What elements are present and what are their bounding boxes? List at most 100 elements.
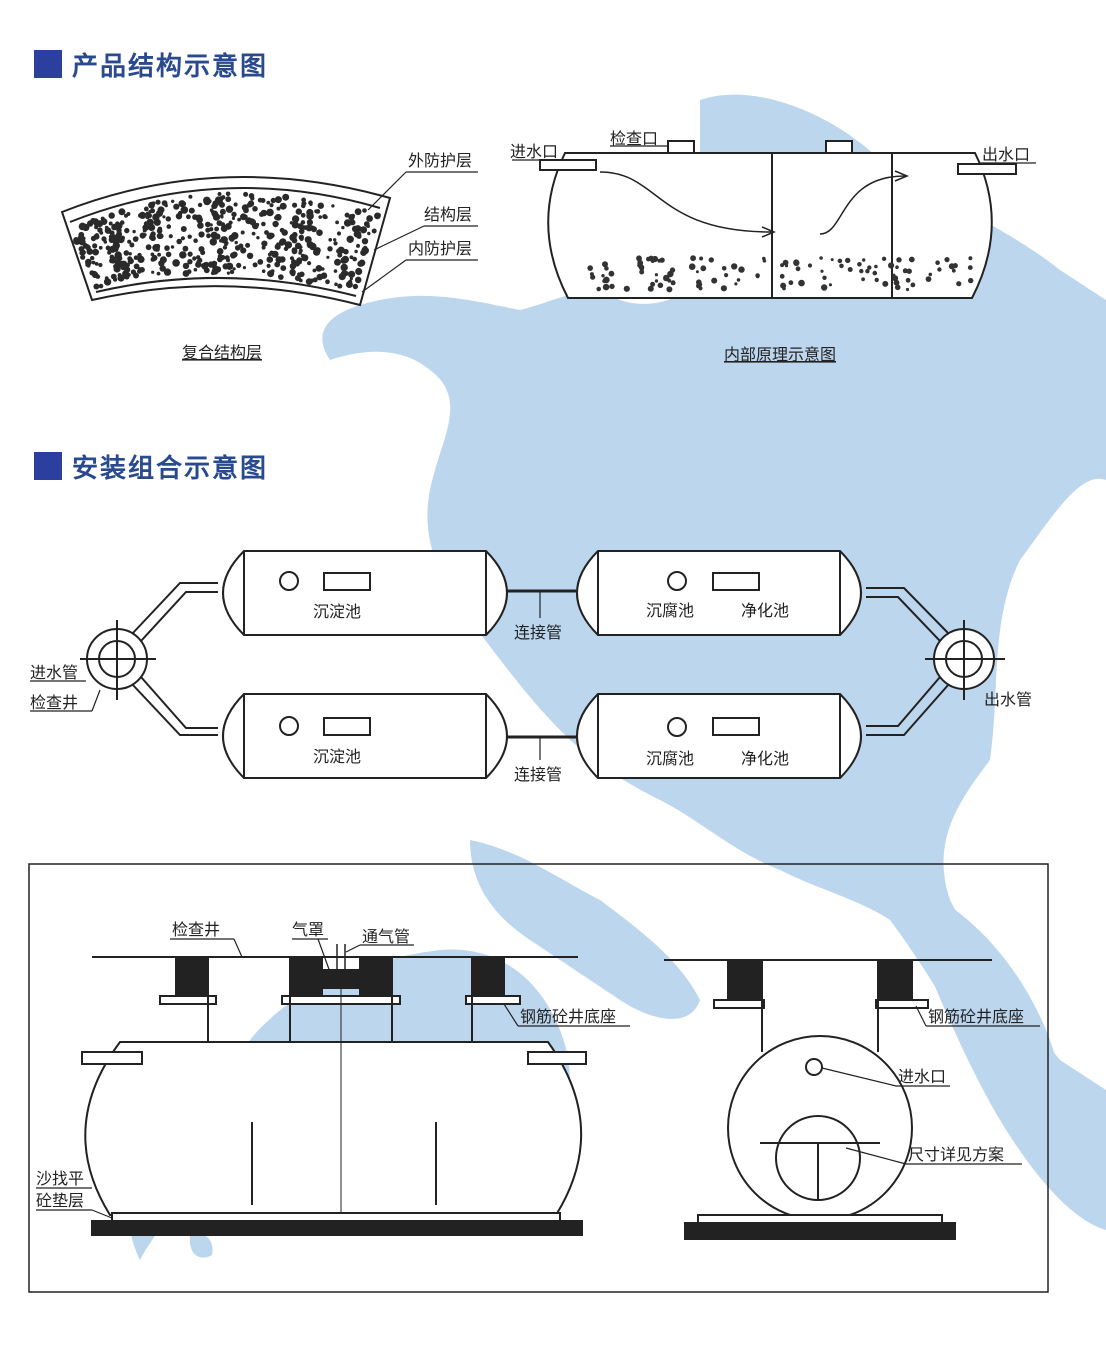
sludge-dot bbox=[657, 282, 664, 289]
aggregate-dot bbox=[165, 216, 171, 222]
manhole-rect-icon bbox=[712, 572, 760, 591]
aggregate-dot bbox=[279, 202, 287, 210]
section-frame bbox=[28, 863, 1049, 1293]
aggregate-dot bbox=[360, 249, 367, 256]
aggregate-dot bbox=[230, 252, 237, 259]
end-base-left bbox=[713, 999, 765, 1009]
aggregate-dot bbox=[198, 231, 205, 238]
aggregate-dot bbox=[205, 263, 209, 267]
aggregate-dot bbox=[308, 200, 313, 205]
aggregate-dot bbox=[327, 246, 333, 252]
aggregate-dot bbox=[192, 256, 197, 261]
sludge-dot bbox=[608, 270, 615, 277]
aggregate-dot bbox=[197, 202, 203, 208]
aggregate-dot bbox=[291, 221, 299, 229]
sludge-dot bbox=[908, 256, 915, 263]
aggregate-dot bbox=[346, 235, 354, 243]
section-end-view bbox=[664, 959, 1040, 1240]
aggregate-dot bbox=[304, 236, 312, 244]
sludge-dot bbox=[906, 269, 911, 274]
aggregate-dot bbox=[306, 219, 313, 226]
aggregate-dot bbox=[195, 261, 202, 268]
aggregate-dot bbox=[252, 262, 258, 268]
aggregate-dot bbox=[255, 222, 260, 227]
aggregate-dot bbox=[216, 248, 224, 255]
aggregate-dot bbox=[182, 262, 190, 270]
sludge-dot bbox=[609, 283, 615, 290]
label-inner-layer: 内防护层 bbox=[408, 239, 472, 258]
aggregate-dot bbox=[163, 268, 172, 276]
sludge-dot bbox=[648, 255, 654, 262]
aggregate-dot bbox=[108, 221, 113, 226]
sludge-dot bbox=[667, 278, 672, 283]
manhole-rect-icon bbox=[323, 572, 371, 591]
end-collar-left bbox=[727, 961, 763, 1001]
aggregate-dot bbox=[80, 254, 86, 260]
aggregate-dot bbox=[354, 276, 362, 284]
label-inspection-well: 检查井 bbox=[30, 693, 78, 712]
manhole-circle-icon bbox=[667, 717, 687, 737]
sludge-dot bbox=[895, 265, 899, 270]
label-settle-bottom: 沉淀池 bbox=[313, 747, 361, 766]
aggregate-dot bbox=[150, 208, 155, 214]
sludge-dot bbox=[892, 275, 897, 280]
aggregate-dot bbox=[166, 224, 172, 229]
aggregate-dot bbox=[305, 278, 313, 285]
aggregate-dot bbox=[337, 252, 343, 258]
aggregate-dot bbox=[335, 220, 339, 225]
aggregate-dot bbox=[205, 221, 211, 228]
label-purify-bottom: 净化池 bbox=[741, 749, 789, 768]
aggregate-dot bbox=[326, 255, 330, 259]
sludge-dot bbox=[820, 269, 824, 273]
sludge-dot bbox=[696, 283, 701, 289]
aggregate-dot bbox=[266, 256, 274, 263]
aggregate-dot bbox=[237, 217, 242, 222]
aggregate-dot bbox=[366, 215, 373, 222]
leader-outer bbox=[367, 171, 407, 211]
aggregate-dot bbox=[301, 197, 306, 203]
aggregate-dot bbox=[151, 201, 156, 206]
aggregate-dot bbox=[266, 263, 271, 268]
sludge-dot bbox=[670, 280, 676, 286]
aggregate-dot bbox=[127, 256, 133, 261]
aggregate-dot bbox=[197, 222, 204, 229]
aggregate-dot bbox=[159, 265, 166, 272]
outlet-branch-bottom-2 bbox=[866, 676, 941, 727]
aggregate-dot bbox=[242, 266, 246, 270]
aggregate-dot bbox=[116, 231, 123, 238]
sludge-dot bbox=[968, 277, 974, 284]
aggregate-dot bbox=[318, 215, 323, 219]
aggregate-dot bbox=[353, 230, 361, 238]
aggregate-dot bbox=[334, 282, 338, 287]
aggregate-dot bbox=[156, 232, 163, 240]
heading-square-icon bbox=[34, 50, 62, 78]
aggregate-dot bbox=[278, 274, 284, 280]
aggregate-dot bbox=[206, 233, 211, 239]
sludge-dot bbox=[788, 280, 794, 286]
well-collar-left bbox=[175, 957, 209, 997]
manhole-circle-icon bbox=[279, 571, 299, 591]
leader-well-diag bbox=[233, 938, 243, 958]
label-section-hood: 气罩 bbox=[292, 920, 324, 939]
aggregate-dot bbox=[137, 255, 145, 263]
sludge-dot bbox=[699, 256, 704, 261]
aggregate-dot bbox=[222, 245, 228, 250]
aggregate-dot bbox=[269, 250, 275, 256]
aggregate-dot bbox=[113, 277, 118, 282]
sludge-dot bbox=[721, 266, 727, 271]
sludge-dot bbox=[821, 284, 828, 291]
aggregate-dot bbox=[272, 220, 279, 228]
aggregate-dot bbox=[82, 223, 90, 232]
world-map-background bbox=[125, 94, 1106, 1260]
sludge-dot bbox=[937, 267, 942, 272]
flow-arrow-2 bbox=[819, 175, 906, 235]
aggregate-dot bbox=[212, 213, 221, 221]
label-section-bed-2: 砼垫层 bbox=[36, 1191, 84, 1210]
flow-arrow-head-2 bbox=[894, 170, 909, 182]
sludge-dot bbox=[654, 279, 659, 283]
leader-well-diag bbox=[91, 689, 101, 712]
aggregate-dot bbox=[232, 267, 236, 271]
aggregate-dots bbox=[73, 191, 381, 290]
manhole-rect-icon bbox=[712, 717, 760, 736]
aggregate-dot bbox=[149, 233, 155, 238]
